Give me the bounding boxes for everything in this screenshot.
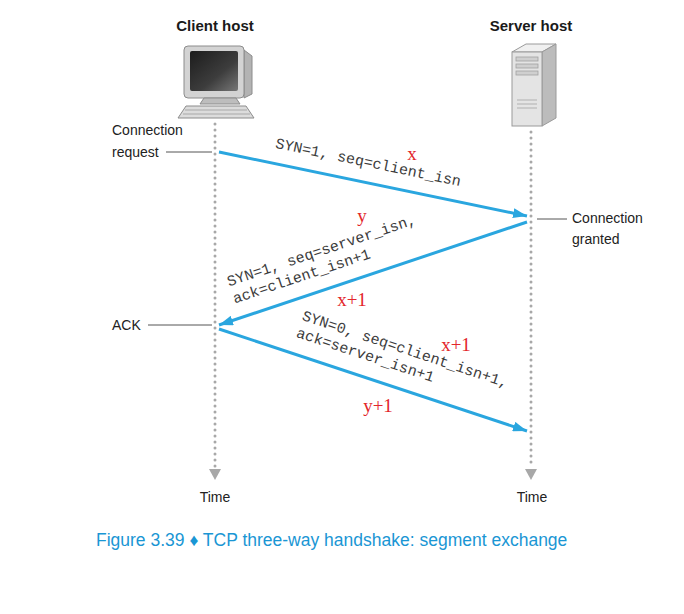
tower-vent — [517, 108, 537, 109]
server-tower-icon — [512, 44, 556, 126]
time-label: Time — [517, 489, 548, 505]
correction-mark: x+1 — [337, 289, 367, 311]
correction-mark: y — [357, 205, 367, 227]
monitor-stand — [200, 98, 240, 104]
segment-fields: SYN=1, seq=server_isn, ack=client_isn+1 — [226, 211, 429, 309]
annotation-label: ACK — [112, 314, 141, 336]
tower-vent — [517, 104, 537, 105]
drive-bay — [516, 64, 538, 68]
tower-vent — [517, 100, 537, 101]
monitor-side — [244, 50, 252, 98]
leader-line — [537, 219, 567, 220]
keyboard-row — [183, 114, 250, 115]
drive-bay — [516, 71, 538, 75]
correction-mark: y+1 — [363, 395, 393, 417]
client-computer-icon — [178, 46, 254, 118]
keyboard — [178, 106, 254, 118]
segment-fields: SYN=0, seq=client_isn+1, ack=server_isn+… — [294, 308, 515, 412]
annotation-label: Connection request — [112, 119, 198, 163]
timeline-arrowhead — [209, 469, 221, 480]
tower-front — [512, 52, 542, 126]
server-timeline — [530, 132, 533, 468]
figure-caption: Figure 3.39 ♦ TCP three-way handshake: s… — [96, 529, 567, 551]
host-label: Client host — [168, 16, 262, 35]
monitor-screen — [190, 51, 238, 91]
correction-mark: x+1 — [441, 334, 471, 356]
time-label: Time — [200, 489, 231, 505]
leader-line — [148, 325, 212, 326]
tower-side — [542, 44, 556, 126]
host-column: Server host — [482, 14, 581, 482]
timeline-arrowhead — [525, 469, 537, 480]
correction-mark: x — [407, 143, 417, 165]
keyboard-row — [185, 110, 247, 111]
host-label: Server host — [482, 16, 581, 35]
segment-fields: SYN=1, seq=client_isn — [274, 136, 463, 192]
client-timeline — [214, 124, 217, 468]
drive-bay — [516, 57, 538, 61]
host-column: Client host — [168, 14, 262, 482]
monitor-body — [184, 46, 244, 98]
annotation-label: Connection granted — [572, 208, 664, 250]
leader-line — [166, 152, 212, 153]
